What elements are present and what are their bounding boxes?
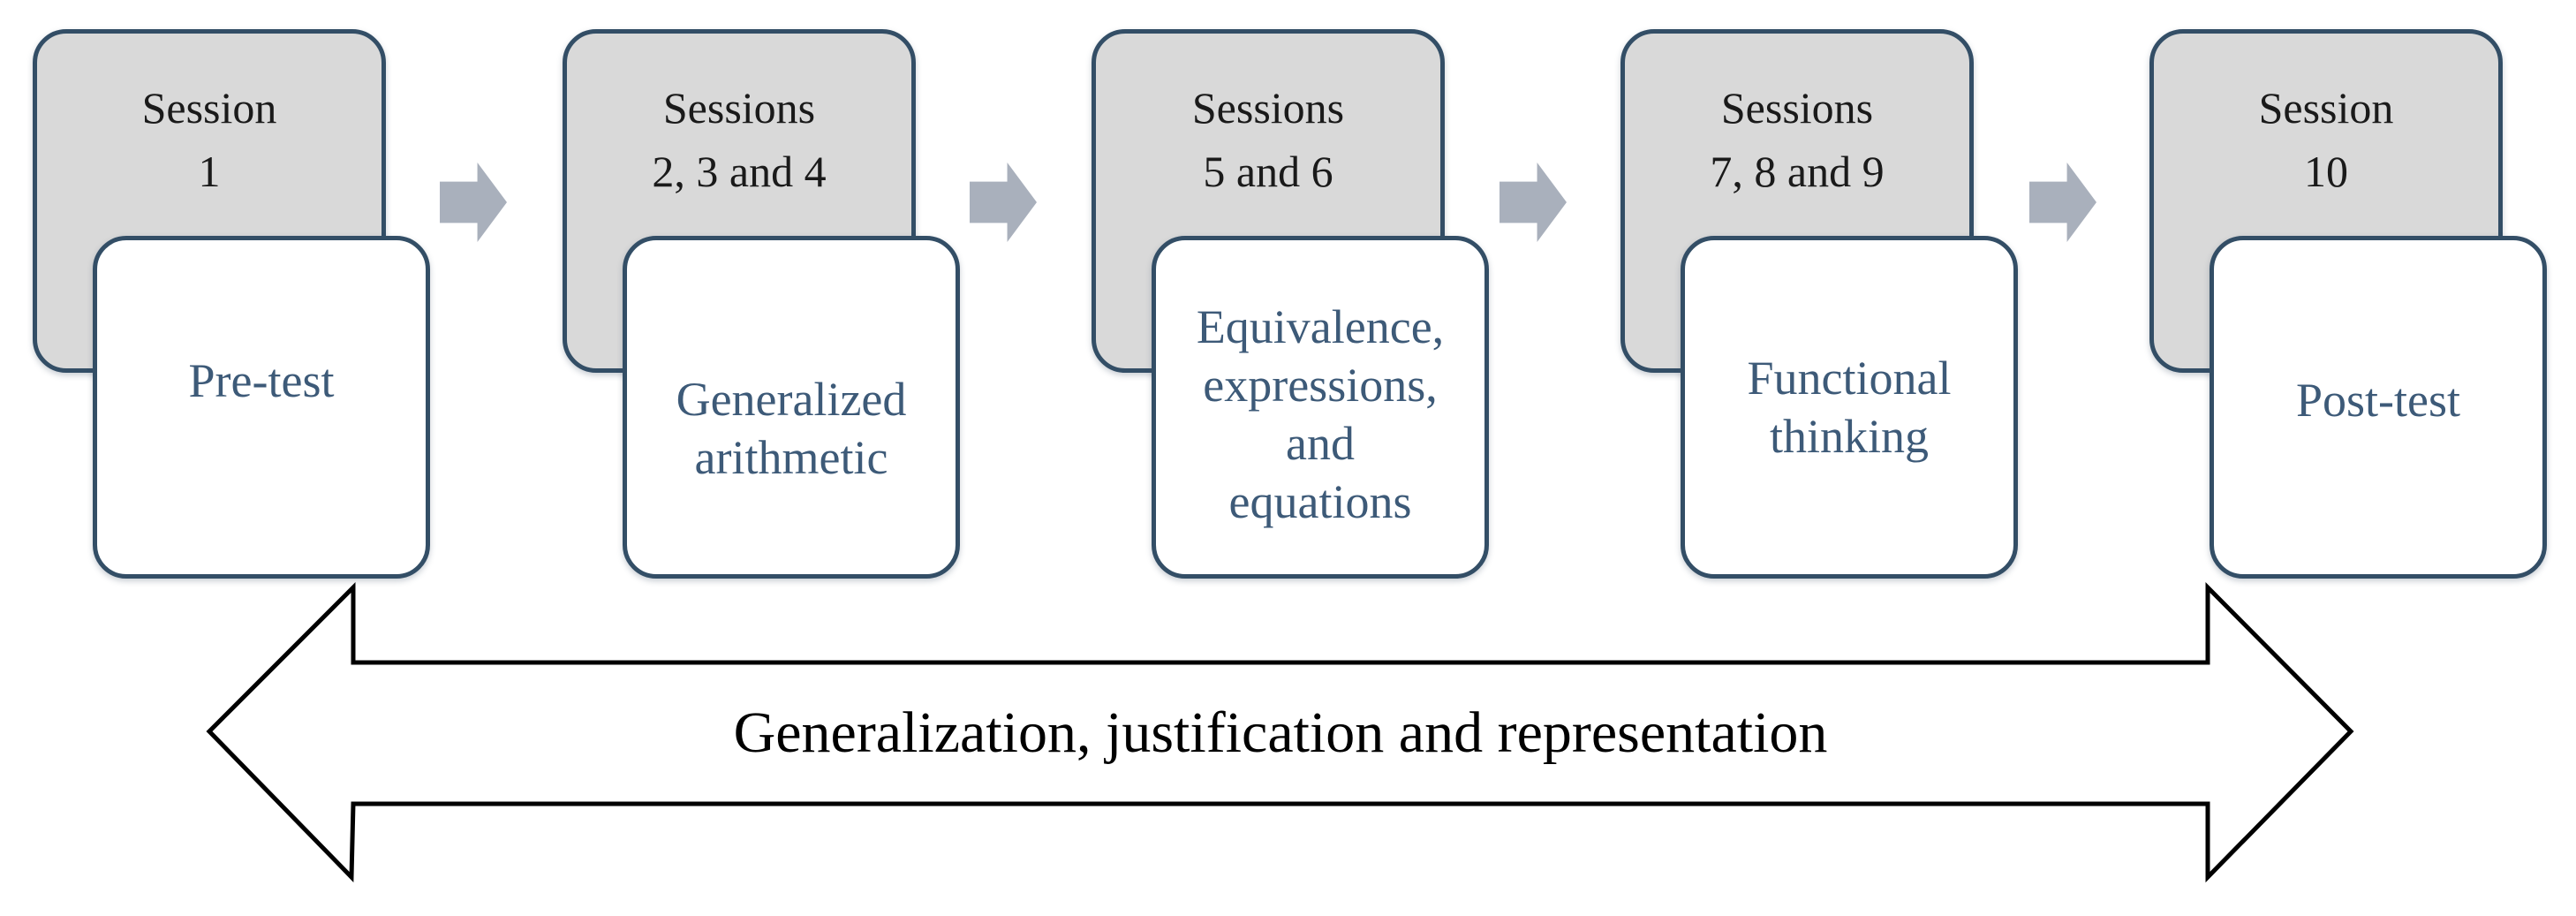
session-line: Sessions — [662, 83, 816, 132]
timeline-label: Generalization, justification and repres… — [733, 700, 1828, 765]
session-line: 2, 3 and 4 — [652, 147, 827, 196]
topic-line: Functional — [1747, 352, 1952, 405]
topic-line: thinking — [1769, 410, 1929, 463]
session-label: Sessions 2, 3 and 4 — [567, 34, 911, 203]
session-label: Session 1 — [37, 34, 381, 203]
topic-line: Equivalence, — [1196, 300, 1445, 353]
topic-line: expressions, — [1203, 359, 1438, 412]
session-line: Session — [2258, 83, 2394, 132]
topic-line: equations — [1228, 475, 1412, 528]
topic-line: arithmetic — [694, 431, 888, 484]
session-line: 7, 8 and 9 — [1710, 147, 1885, 196]
session-line: Sessions — [1720, 83, 1874, 132]
stage-equivalence-expressions-equations: Sessions 5 and 6 Equivalence, expression… — [1092, 0, 1489, 583]
topic-line: and — [1286, 417, 1355, 470]
session-label: Sessions 7, 8 and 9 — [1625, 34, 1969, 203]
session-line: 5 and 6 — [1203, 147, 1333, 196]
double-arrow-shape — [206, 581, 2354, 883]
session-line: Session — [141, 83, 277, 132]
session-line: Sessions — [1191, 83, 1345, 132]
topic-label: Equivalence, expressions, and equations — [1197, 298, 1444, 531]
topic-label: Functional thinking — [1748, 349, 1952, 466]
session-line: 1 — [198, 147, 221, 196]
topic-card: Pre-test — [93, 236, 430, 579]
topic-label: Generalized arithmetic — [676, 370, 907, 487]
session-label: Session 10 — [2154, 34, 2498, 203]
topic-card: Generalized arithmetic — [623, 236, 960, 579]
topic-label: Post-test — [2296, 371, 2460, 429]
topic-card: Equivalence, expressions, and equations — [1152, 236, 1489, 579]
topic-line: Generalized — [676, 373, 907, 426]
topic-line: Post-test — [2295, 374, 2461, 427]
topic-card: Functional thinking — [1681, 236, 2018, 579]
topic-label: Pre-test — [189, 352, 335, 410]
session-label: Sessions 5 and 6 — [1096, 34, 1440, 203]
stage-generalized-arithmetic: Sessions 2, 3 and 4 Generalized arithmet… — [563, 0, 960, 583]
topic-line: Pre-test — [188, 354, 335, 407]
stage-functional-thinking: Sessions 7, 8 and 9 Functional thinking — [1620, 0, 2018, 583]
stage-pretest: Session 1 Pre-test — [33, 0, 430, 583]
topic-card: Post-test — [2210, 236, 2547, 579]
session-line: 10 — [2304, 147, 2348, 196]
stage-posttest: Session 10 Post-test — [2149, 0, 2547, 583]
